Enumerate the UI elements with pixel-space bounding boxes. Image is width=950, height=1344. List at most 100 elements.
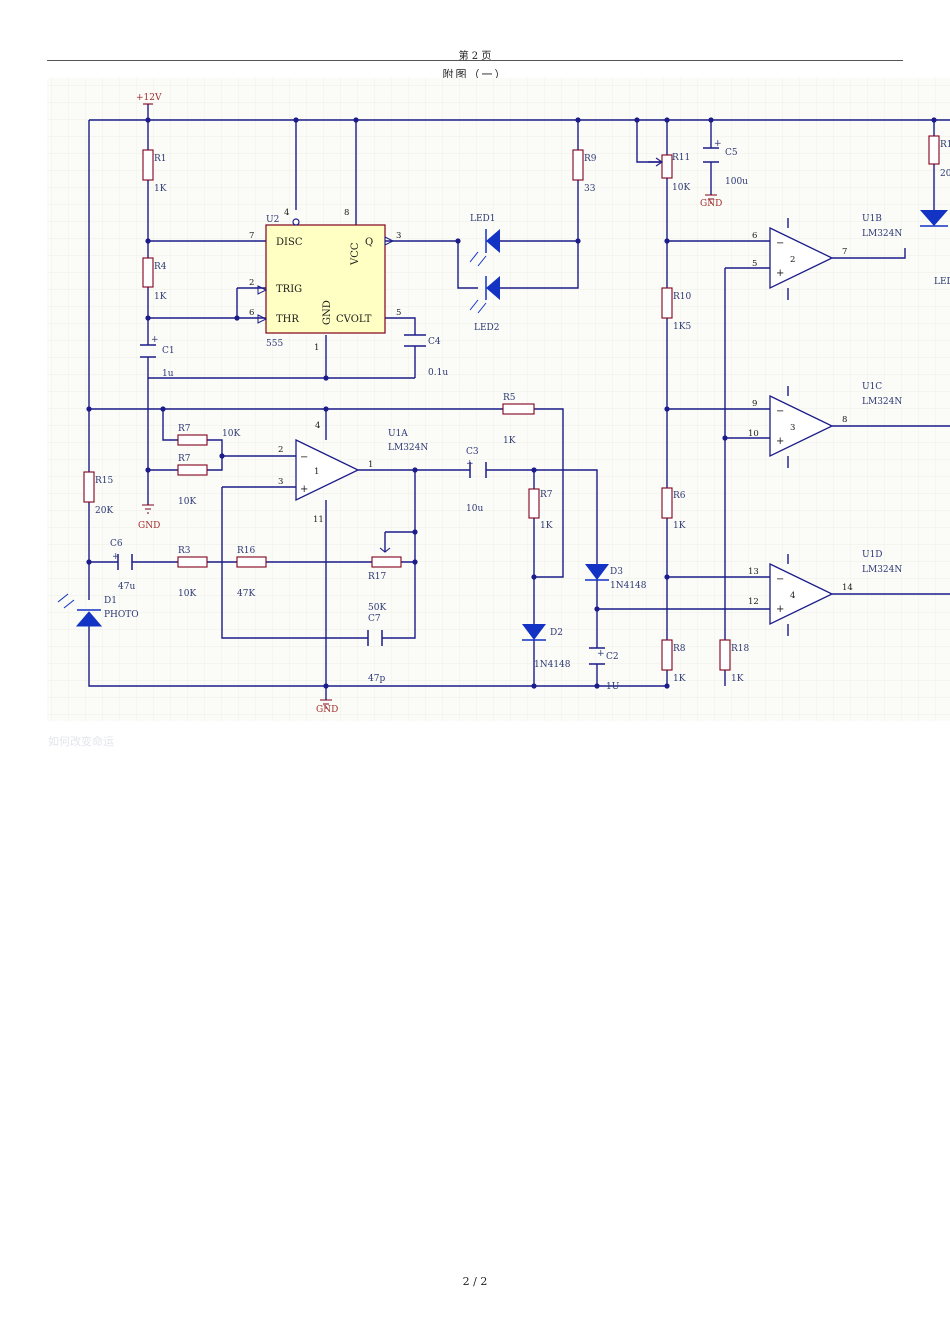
svg-text:47K: 47K bbox=[237, 589, 255, 599]
svg-text:20K: 20K bbox=[95, 506, 113, 516]
svg-text:LM324N: LM324N bbox=[862, 229, 902, 239]
svg-text:1U: 1U bbox=[606, 682, 620, 692]
svg-text:1K: 1K bbox=[731, 674, 744, 684]
svg-text:R5: R5 bbox=[503, 393, 516, 403]
svg-text:D3: D3 bbox=[610, 567, 623, 577]
wire-net bbox=[88, 104, 950, 700]
svg-text:10K: 10K bbox=[178, 497, 196, 507]
svg-text:R16: R16 bbox=[237, 546, 256, 556]
svg-text:1K: 1K bbox=[673, 674, 686, 684]
svg-text:+: + bbox=[776, 604, 784, 615]
svg-text:R7: R7 bbox=[178, 424, 191, 434]
svg-text:0.1u: 0.1u bbox=[428, 368, 448, 378]
svg-text:10: 10 bbox=[748, 429, 759, 439]
svg-text:8: 8 bbox=[344, 208, 349, 218]
timer-ref: U2 bbox=[266, 215, 279, 225]
opamp-u1a: −+ 1 U1A LM324N 2 3 1 4 11 bbox=[278, 421, 428, 525]
svg-text:R11: R11 bbox=[672, 153, 690, 163]
svg-text:1K: 1K bbox=[503, 436, 516, 446]
svg-text:R7: R7 bbox=[178, 454, 191, 464]
svg-text:−: − bbox=[776, 574, 784, 585]
svg-text:U1A: U1A bbox=[388, 429, 408, 439]
pin-gnd: GND bbox=[322, 300, 333, 325]
svg-text:20: 20 bbox=[940, 169, 950, 179]
svg-text:1: 1 bbox=[368, 460, 373, 470]
svg-text:GND: GND bbox=[700, 199, 722, 209]
opamp-u1b: −+ 2 U1B LM324N 6 5 7 bbox=[752, 214, 902, 300]
svg-text:1N4148: 1N4148 bbox=[534, 660, 571, 670]
svg-text:2: 2 bbox=[790, 255, 795, 265]
svg-text:+: + bbox=[112, 552, 120, 562]
svg-text:+: + bbox=[776, 268, 784, 279]
svg-text:R4: R4 bbox=[154, 262, 167, 272]
svg-text:13: 13 bbox=[748, 567, 759, 577]
svg-text:3: 3 bbox=[278, 477, 283, 487]
svg-text:LED: LED bbox=[934, 277, 950, 287]
svg-text:10u: 10u bbox=[466, 504, 483, 514]
page-footer: 2 / 2 bbox=[462, 1275, 488, 1288]
svg-text:1K: 1K bbox=[540, 521, 553, 531]
svg-text:R15: R15 bbox=[95, 476, 114, 486]
svg-text:GND: GND bbox=[138, 521, 160, 531]
svg-text:C6: C6 bbox=[110, 539, 123, 549]
svg-text:7: 7 bbox=[842, 247, 847, 257]
supply-label: +12V bbox=[136, 93, 162, 103]
svg-text:C3: C3 bbox=[466, 447, 479, 457]
svg-text:5: 5 bbox=[752, 259, 757, 269]
svg-text:R9: R9 bbox=[584, 154, 597, 164]
svg-text:11: 11 bbox=[313, 515, 324, 525]
figure-title: 附图（一） bbox=[442, 68, 508, 81]
svg-text:C2: C2 bbox=[606, 652, 619, 662]
svg-text:1: 1 bbox=[314, 467, 319, 477]
svg-text:LM324N: LM324N bbox=[388, 443, 428, 453]
svg-text:LM324N: LM324N bbox=[862, 397, 902, 407]
svg-text:C5: C5 bbox=[725, 148, 738, 158]
svg-text:+: + bbox=[776, 436, 784, 447]
svg-text:+: + bbox=[597, 649, 605, 659]
svg-text:U1D: U1D bbox=[862, 550, 883, 560]
header-rule bbox=[47, 60, 903, 61]
opamp-u1c: −+ 3 U1C LM324N 9 10 8 bbox=[748, 382, 902, 468]
svg-text:R1: R1 bbox=[154, 154, 167, 164]
svg-text:1K5: 1K5 bbox=[673, 322, 691, 332]
svg-text:D2: D2 bbox=[550, 628, 563, 638]
svg-text:2: 2 bbox=[249, 278, 254, 288]
opamp-u1d: −+ 4 U1D LM324N 13 12 14 bbox=[748, 550, 902, 636]
svg-text:47u: 47u bbox=[118, 582, 135, 592]
svg-text:47p: 47p bbox=[368, 674, 385, 684]
svg-text:R7: R7 bbox=[540, 490, 553, 500]
svg-text:C1: C1 bbox=[162, 346, 175, 356]
svg-text:12: 12 bbox=[748, 597, 759, 607]
svg-text:8: 8 bbox=[842, 415, 847, 425]
svg-text:1u: 1u bbox=[162, 369, 174, 379]
svg-text:+: + bbox=[300, 484, 308, 495]
svg-text:10K: 10K bbox=[672, 183, 690, 193]
svg-text:4: 4 bbox=[790, 591, 795, 601]
capacitors bbox=[117, 147, 719, 665]
pin-vcc: VCC bbox=[350, 242, 361, 266]
svg-text:6: 6 bbox=[752, 231, 757, 241]
resistors bbox=[83, 135, 940, 671]
svg-text:3: 3 bbox=[396, 231, 401, 241]
svg-text:1N4148: 1N4148 bbox=[610, 581, 647, 591]
svg-text:−: − bbox=[300, 452, 308, 463]
svg-text:14: 14 bbox=[842, 583, 853, 593]
svg-text:100u: 100u bbox=[725, 177, 748, 187]
pin-thr: THR bbox=[276, 314, 299, 325]
svg-text:R8: R8 bbox=[673, 644, 686, 654]
svg-text:1K: 1K bbox=[154, 184, 167, 194]
svg-text:1K: 1K bbox=[154, 292, 167, 302]
page-header: 第 2 页 bbox=[458, 51, 492, 62]
svg-text:PHOTO: PHOTO bbox=[104, 610, 139, 620]
svg-text:R1: R1 bbox=[940, 140, 950, 150]
svg-text:U1C: U1C bbox=[862, 382, 882, 392]
pin-trig: TRIG bbox=[276, 284, 302, 295]
svg-text:−: − bbox=[776, 238, 784, 249]
svg-text:1K: 1K bbox=[673, 521, 686, 531]
svg-text:10K: 10K bbox=[178, 589, 196, 599]
svg-text:LED1: LED1 bbox=[470, 214, 496, 224]
pin-cvolt: CVOLT bbox=[336, 314, 372, 325]
svg-text:3: 3 bbox=[790, 423, 795, 433]
